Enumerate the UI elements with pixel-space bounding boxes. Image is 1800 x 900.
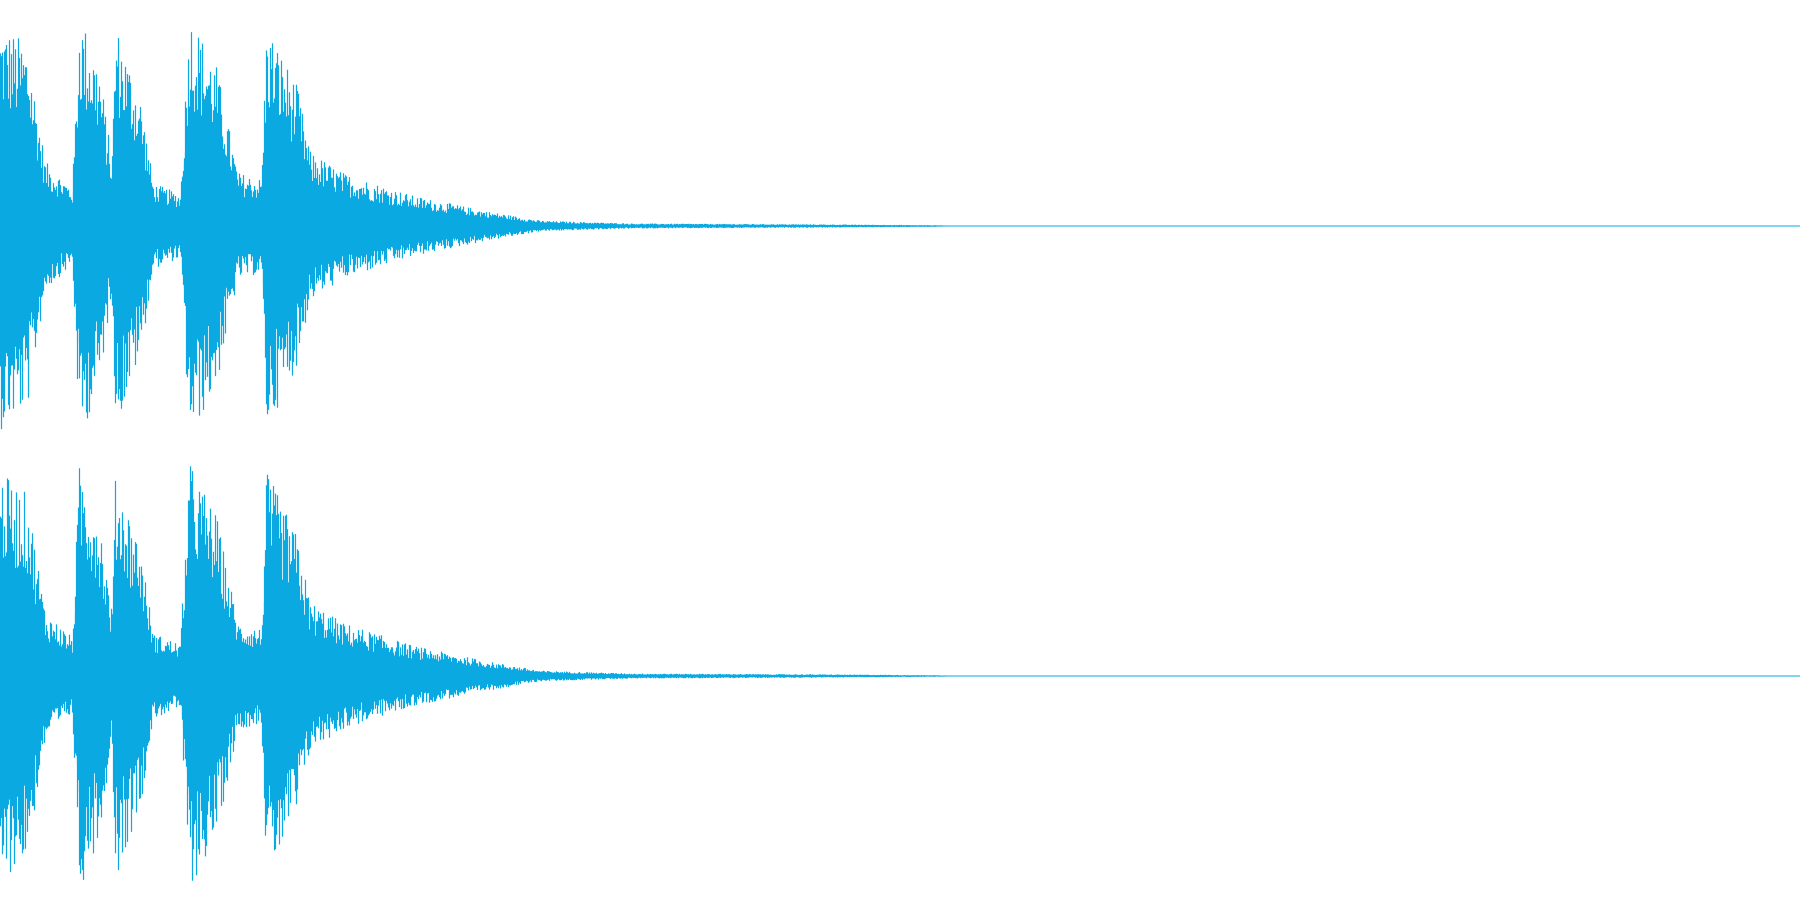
channel-waveform-core [0,107,892,345]
waveform-channel-1 [0,32,1800,430]
channel-waveform-core [0,557,892,795]
waveform-channel-2 [0,466,1800,881]
